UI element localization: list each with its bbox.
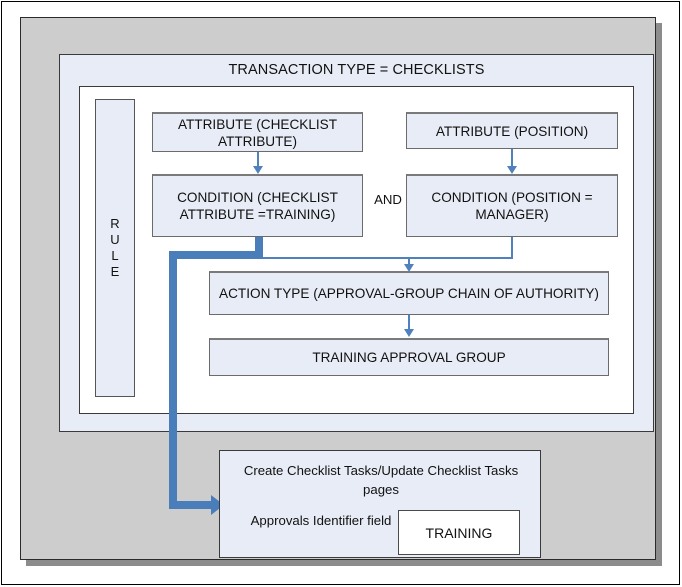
arrowhead-to-action-type [404, 264, 414, 272]
and-operator-label: AND [374, 192, 402, 207]
connector-attr-checklist-to-cond [257, 152, 259, 167]
node-condition-checklist: CONDITION (CHECKLIST ATTRIBUTE =TRAINING… [152, 174, 363, 237]
thick-connector-segment-vertical-top [255, 237, 263, 259]
slide-canvas: TRANSACTION TYPE = CHECKLISTS R U L E AT… [20, 17, 656, 560]
approvals-identifier-label: Approvals Identifier field [250, 513, 392, 528]
connector-action-type-to-approval-group [408, 315, 410, 330]
transaction-type-title: TRANSACTION TYPE = CHECKLISTS [228, 62, 485, 78]
node-attribute-checklist: ATTRIBUTE (CHECKLIST ATTRIBUTE) [152, 112, 363, 152]
rule-box: R U L E [95, 99, 135, 397]
arrowhead-attr-checklist-to-cond [253, 166, 263, 174]
page-box-title: Create Checklist Tasks/Update Checklist … [243, 463, 519, 497]
connector-attr-position-to-cond [511, 149, 513, 167]
arrowhead-to-approval-group [404, 329, 414, 337]
thick-connector-segment-vertical-long [169, 251, 177, 509]
connector-cond-position-down [511, 237, 513, 258]
rule-letter-l: L [111, 248, 119, 263]
node-attribute-position: ATTRIBUTE (POSITION) [406, 112, 618, 149]
thick-connector-segment-horizontal-top [169, 251, 261, 259]
rule-letter-e: E [110, 264, 120, 279]
node-condition-position: CONDITION (POSITION = MANAGER) [406, 174, 618, 237]
thick-connector-segment-horizontal-bottom [169, 501, 213, 509]
connector-merge-horizontal [257, 257, 513, 259]
node-training-approval-group: TRAINING APPROVAL GROUP [209, 338, 609, 376]
approvals-identifier-field[interactable]: TRAINING [398, 510, 520, 555]
rule-letter-r: R [110, 216, 120, 231]
arrowhead-attr-position-to-cond [507, 166, 517, 174]
node-action-type: ACTION TYPE (APPROVAL-GROUP CHAIN OF AUT… [209, 271, 609, 315]
connector-merge-to-action-type [408, 257, 410, 266]
checklist-tasks-page-box: Create Checklist Tasks/Update Checklist … [219, 450, 541, 558]
rule-letter-u: U [110, 232, 120, 247]
